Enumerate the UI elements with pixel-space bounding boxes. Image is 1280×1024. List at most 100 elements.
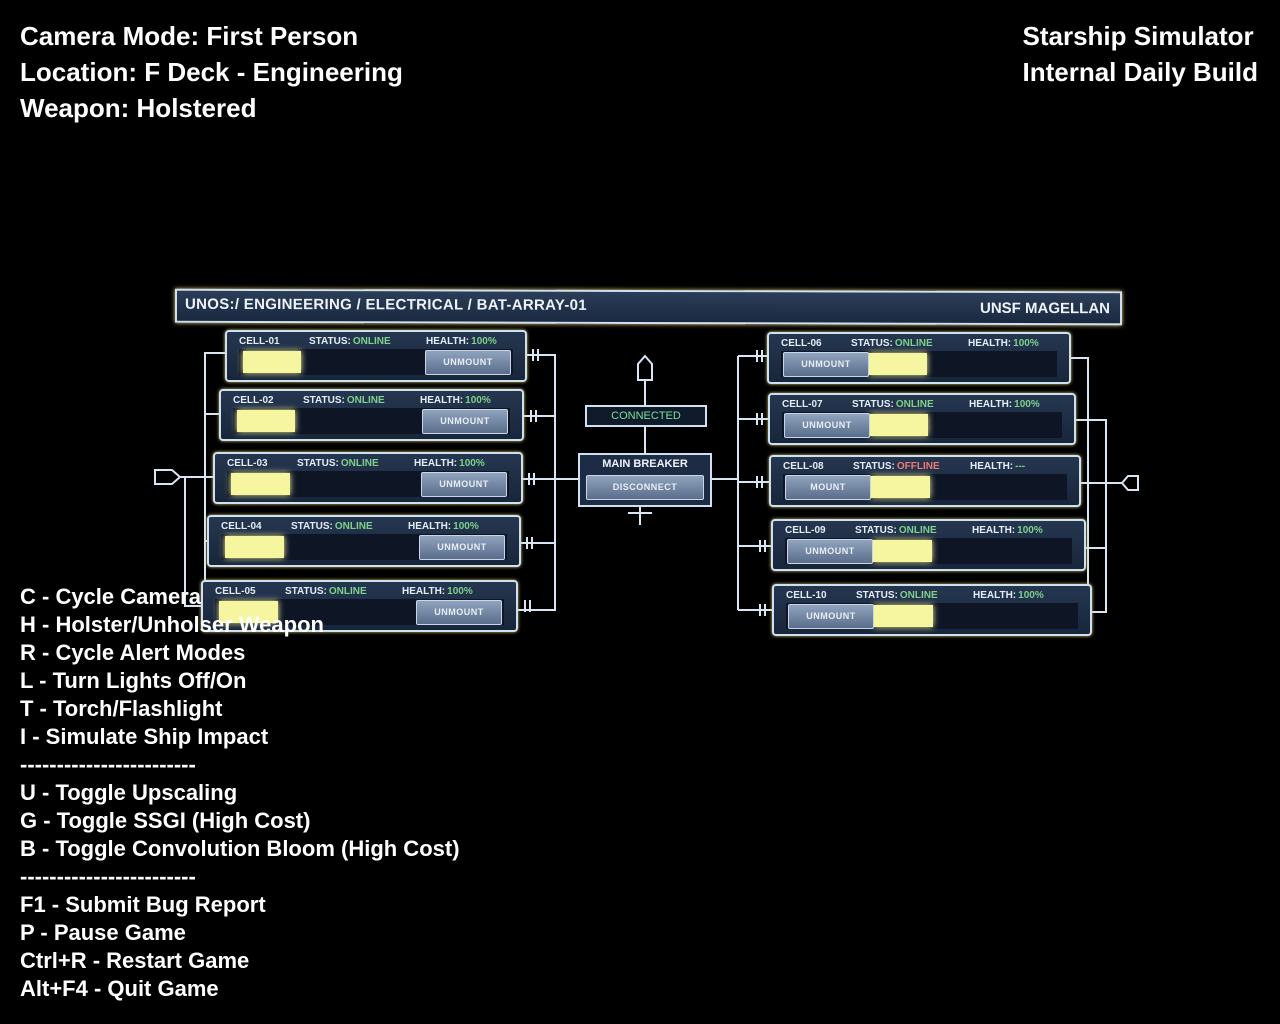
status-label: STATUS:: [851, 338, 893, 349]
app-title: Starship Simulator: [1022, 21, 1254, 51]
health-value: 100%: [1018, 590, 1044, 601]
status-value: ONLINE: [346, 395, 385, 406]
camera-mode: Camera Mode: First Person: [20, 18, 403, 54]
connection-status: CONNECTED: [585, 405, 707, 427]
status-label: STATUS:: [291, 521, 333, 532]
health-label: HEALTH:: [414, 458, 458, 469]
cell-id: CELL-07: [782, 399, 823, 410]
charge-fill: [871, 476, 930, 498]
health-label: HEALTH:: [968, 338, 1012, 349]
health-label: HEALTH:: [402, 586, 446, 597]
health-value: 100%: [447, 586, 473, 597]
health-value: 100%: [453, 521, 479, 532]
weapon-value: Holstered: [136, 93, 257, 123]
keybind-line: P - Pause Game: [20, 920, 186, 945]
keybind-line: H - Holster/Unholser Weapon: [20, 612, 324, 637]
disconnect-button[interactable]: DISCONNECT: [586, 475, 704, 500]
location: Location: F Deck - Engineering: [20, 54, 403, 90]
charge-bar: MOUNT: [783, 474, 1067, 500]
charge-fill: [225, 536, 284, 558]
ship-name: UNSF MAGELLAN: [980, 299, 1110, 318]
cell-id: CELL-02: [233, 395, 274, 406]
charge-bar: UNMOUNT: [221, 534, 507, 560]
health-label: HEALTH:: [970, 461, 1014, 472]
camera-mode-label: Camera Mode:: [20, 21, 200, 51]
unmount-button[interactable]: UNMOUNT: [784, 413, 870, 438]
charge-fill: [873, 540, 932, 562]
hud-status: Camera Mode: First Person Location: F De…: [20, 18, 403, 126]
camera-mode-value: First Person: [206, 21, 359, 51]
health-value: 100%: [1017, 525, 1043, 536]
charge-bar: UNMOUNT: [786, 603, 1078, 629]
cell-id: CELL-08: [783, 461, 824, 472]
status-value: OFFLINE: [896, 461, 940, 472]
unmount-button[interactable]: UNMOUNT: [416, 600, 502, 625]
charge-fill: [874, 605, 933, 627]
status-value: ONLINE: [328, 586, 367, 597]
charge-bar: UNMOUNT: [785, 538, 1072, 564]
keybind-help: C - Cycle Camera H - Holster/Unholser Wea…: [20, 583, 460, 1003]
status-label: STATUS:: [285, 586, 327, 597]
keybind-line: B - Toggle Convolution Bloom (High Cost): [20, 836, 460, 861]
charge-fill: [237, 410, 295, 432]
status-label: STATUS:: [856, 590, 898, 601]
keybind-line: Ctrl+R - Restart Game: [20, 948, 250, 973]
status-value: ONLINE: [334, 521, 373, 532]
health-value: 100%: [471, 336, 497, 347]
health-value: 100%: [1013, 338, 1039, 349]
keybind-line: Alt+F4 - Quit Game: [20, 976, 219, 1001]
keybind-line: ------------------------: [20, 864, 196, 889]
charge-fill: [870, 414, 928, 436]
keybind-line: C - Cycle Camera: [20, 584, 201, 609]
unmount-button[interactable]: UNMOUNT: [783, 352, 869, 377]
status-value: ONLINE: [899, 590, 938, 601]
build-label: Internal Daily Build: [1022, 57, 1259, 87]
weapon-label: Weapon:: [20, 93, 130, 123]
status-value: ONLINE: [340, 458, 379, 469]
battery-cell: CELL-06 STATUS:ONLINE HEALTH:100% UNMOUNT: [767, 332, 1071, 384]
cell-id: CELL-09: [785, 525, 826, 536]
keybind-line: ------------------------: [20, 752, 196, 777]
panel-header: UNOS:/ ENGINEERING / ELECTRICAL / BAT-AR…: [175, 288, 1122, 326]
keybind-line: R - Cycle Alert Modes: [20, 640, 246, 665]
health-value: ---: [1015, 461, 1026, 472]
main-breaker: MAIN BREAKER DISCONNECT: [578, 453, 712, 507]
unmount-button[interactable]: UNMOUNT: [422, 409, 508, 434]
charge-bar: UNMOUNT: [782, 412, 1062, 438]
cell-id: CELL-05: [215, 586, 256, 597]
battery-cell: CELL-05 STATUS:ONLINE HEALTH:100% UNMOUNT: [201, 580, 518, 632]
status-value: ONLINE: [352, 336, 391, 347]
charge-bar: UNMOUNT: [239, 349, 513, 375]
unmount-button[interactable]: UNMOUNT: [421, 472, 507, 497]
charge-bar: UNMOUNT: [781, 351, 1057, 377]
keybind-line: U - Toggle Upscaling: [20, 780, 238, 805]
keybind-line: I - Simulate Ship Impact: [20, 724, 269, 749]
unmount-button[interactable]: UNMOUNT: [419, 535, 505, 560]
cell-id: CELL-03: [227, 458, 268, 469]
unmount-button[interactable]: UNMOUNT: [788, 604, 874, 629]
health-label: HEALTH:: [972, 525, 1016, 536]
keybind-line: L - Turn Lights Off/On: [20, 668, 247, 693]
status-value: ONLINE: [898, 525, 937, 536]
health-label: HEALTH:: [426, 336, 470, 347]
unmount-button[interactable]: UNMOUNT: [787, 539, 873, 564]
location-label: Location:: [20, 57, 137, 87]
status-value: ONLINE: [895, 399, 934, 410]
mount-button[interactable]: MOUNT: [785, 475, 871, 500]
charge-fill: [219, 601, 278, 623]
charge-fill: [243, 351, 301, 373]
cell-id: CELL-06: [781, 338, 822, 349]
charge-fill: [869, 353, 927, 375]
charge-bar: UNMOUNT: [227, 471, 509, 497]
build-info: Starship Simulator Internal Daily Build: [1023, 18, 1259, 90]
status-value: ONLINE: [894, 338, 933, 349]
unmount-button[interactable]: UNMOUNT: [425, 350, 511, 375]
